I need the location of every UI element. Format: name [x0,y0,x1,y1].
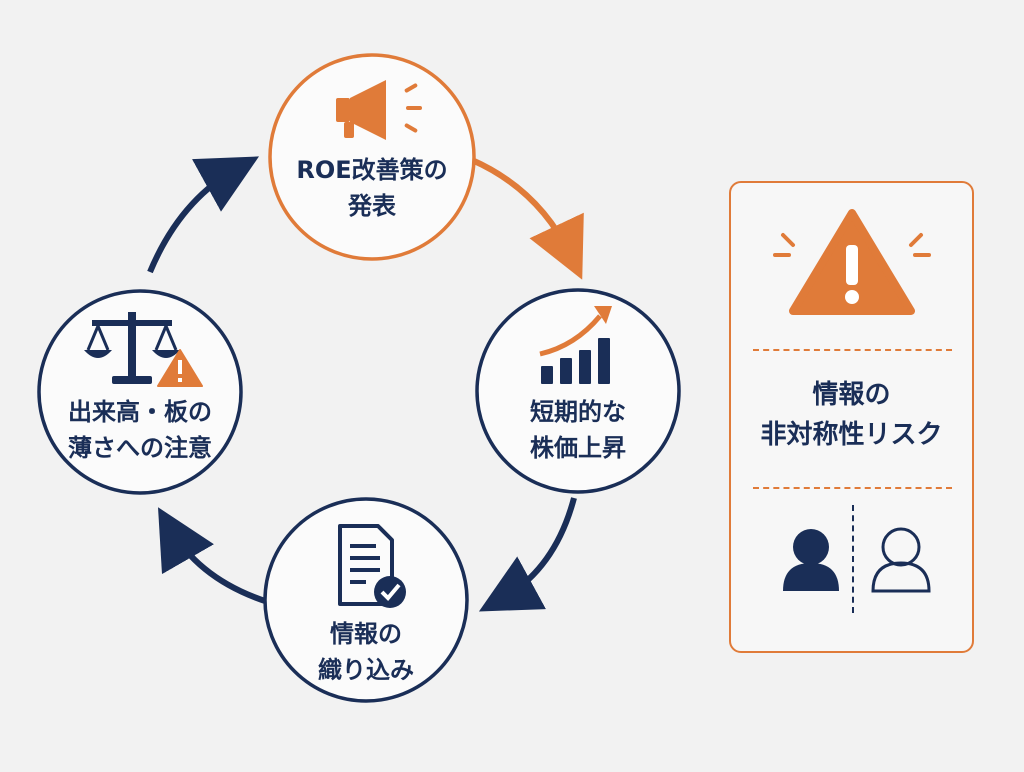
node-label-line: 情報の [330,620,402,648]
node-label-caution: 出来高・板の 薄さへの注意 [40,394,240,466]
scale-warning-icon [84,312,203,387]
divider-top [753,349,952,351]
node-label-announce: ROE改善策の 発表 [272,152,472,224]
node-label-rise: 短期的な 株価上昇 [478,394,678,466]
node-label-line: 発表 [348,192,396,220]
node-label-line: 織り込み [318,656,414,684]
node-label-line: 薄さへの注意 [68,434,212,462]
node-label-priced: 情報の 織り込み [266,616,466,688]
arrow-announce-to-rise [470,157,584,280]
divider-vertical [852,505,854,613]
risk-panel: 情報の 非対称性リスク [729,181,974,653]
risk-title: 情報の 非対称性リスク [731,375,972,455]
arrow-rise-to-priced [478,497,577,612]
node-circle-priced [263,497,469,703]
node-label-line: 株価上昇 [530,434,626,462]
node-circle-caution [37,289,243,495]
document-check-icon [338,524,406,608]
divider-bottom [753,487,952,489]
risk-panel-icons [773,209,931,593]
person-outline-icon [871,527,931,593]
warning-triangle-icon [773,209,931,315]
person-filled-icon [783,529,839,591]
arrow-caution-to-announce [147,156,260,274]
node-label-line: ROE改善策の [296,156,448,184]
node-circle-rise [475,288,681,494]
risk-title-line: 情報の [812,380,891,410]
bar-chart-up-icon [539,306,612,384]
megaphone-icon [336,80,422,140]
risk-title-line: 非対称性リスク [760,420,943,450]
arrow-priced-to-caution [157,507,269,605]
node-label-line: 短期的な [530,398,626,426]
node-label-line: 出来高・板の [68,398,212,426]
node-circle-announce [268,53,476,261]
